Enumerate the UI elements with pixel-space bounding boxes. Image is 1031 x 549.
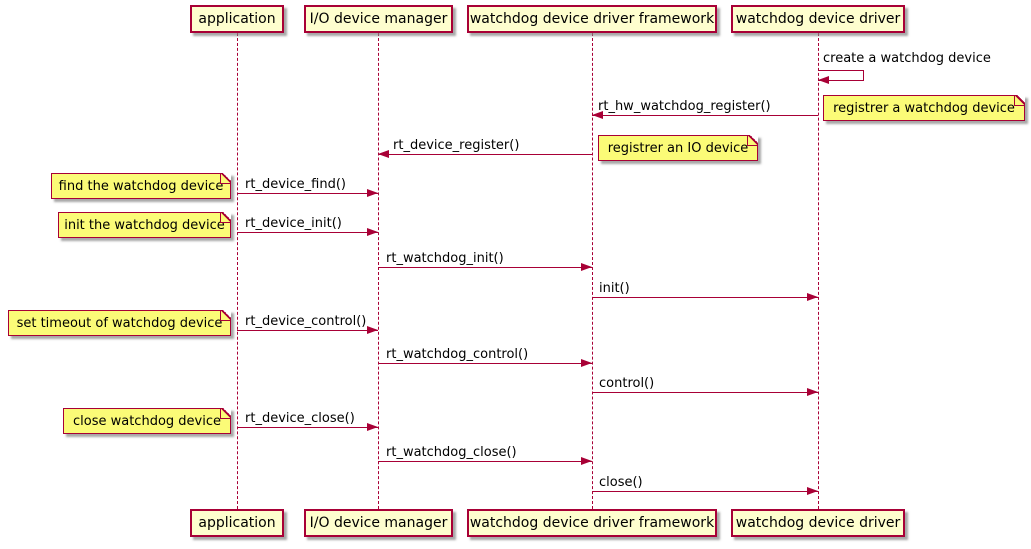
arrowhead-right-icon (367, 423, 378, 431)
arrow-line (863, 70, 864, 81)
message-label: rt_device_register() (393, 138, 520, 153)
arrow-line (592, 297, 818, 298)
participant-watchdog-driver-top: watchdog device driver (731, 5, 905, 33)
lifeline-watchdog-driver (818, 33, 819, 509)
message-label: rt_watchdog_close() (386, 445, 517, 460)
arrow-line (378, 461, 592, 462)
arrow-line (592, 115, 818, 116)
lifeline-application (237, 33, 238, 509)
arrowhead-right-icon (807, 388, 818, 396)
message-label: init() (599, 281, 630, 296)
message-label: rt_watchdog_init() (386, 251, 504, 266)
message-label: rt_device_find() (245, 177, 346, 192)
participant-io-device-manager-bottom: I/O device manager (304, 509, 453, 537)
arrow-line (592, 392, 818, 393)
participant-io-device-manager-top: I/O device manager (304, 5, 453, 33)
note-registrer-io-device: registrer an IO device (598, 135, 758, 161)
message-label: rt_hw_watchdog_register() (598, 99, 771, 114)
arrowhead-right-icon (807, 293, 818, 301)
arrowhead-right-icon (807, 487, 818, 495)
participant-watchdog-framework-top: watchdog device driver framework (467, 5, 717, 33)
arrowhead-right-icon (581, 263, 592, 271)
message-label: rt_watchdog_control() (386, 347, 529, 362)
note-close-watchdog-device: close watchdog device (63, 408, 231, 434)
arrowhead-left-icon (378, 150, 389, 158)
note-set-timeout-watchdog-device: set timeout of watchdog device (8, 310, 231, 336)
arrow-line (818, 80, 864, 81)
arrowhead-left-icon (592, 111, 603, 119)
arrowhead-right-icon (581, 457, 592, 465)
message-label: rt_device_init() (245, 216, 342, 231)
note-find-watchdog-device: find the watchdog device (51, 173, 231, 199)
participant-watchdog-framework-bottom: watchdog device driver framework (467, 509, 717, 537)
note-registrer-watchdog-device: registrer a watchdog device (823, 95, 1025, 121)
arrowhead-right-icon (367, 326, 378, 334)
message-label: close() (599, 475, 643, 490)
arrowhead-right-icon (581, 359, 592, 367)
arrow-line (237, 193, 378, 194)
lifeline-watchdog-framework (592, 33, 593, 509)
message-label: create a watchdog device (823, 51, 991, 66)
lifeline-io-device-manager (378, 33, 379, 509)
participant-application-top: application (190, 5, 284, 33)
message-label: control() (599, 376, 655, 391)
arrowhead-right-icon (367, 189, 378, 197)
arrow-line (378, 154, 592, 155)
arrowhead-left-icon (818, 76, 829, 84)
arrow-line (237, 330, 378, 331)
arrow-line (592, 491, 818, 492)
note-init-watchdog-device: init the watchdog device (58, 212, 231, 238)
arrow-line (237, 427, 378, 428)
arrow-line (378, 267, 592, 268)
message-label: rt_device_control() (245, 314, 367, 329)
participant-watchdog-driver-bottom: watchdog device driver (731, 509, 905, 537)
participant-application-bottom: application (190, 509, 284, 537)
arrow-line (818, 70, 864, 71)
message-label: rt_device_close() (245, 411, 355, 426)
arrowhead-right-icon (367, 228, 378, 236)
arrow-line (237, 232, 378, 233)
arrow-line (378, 363, 592, 364)
